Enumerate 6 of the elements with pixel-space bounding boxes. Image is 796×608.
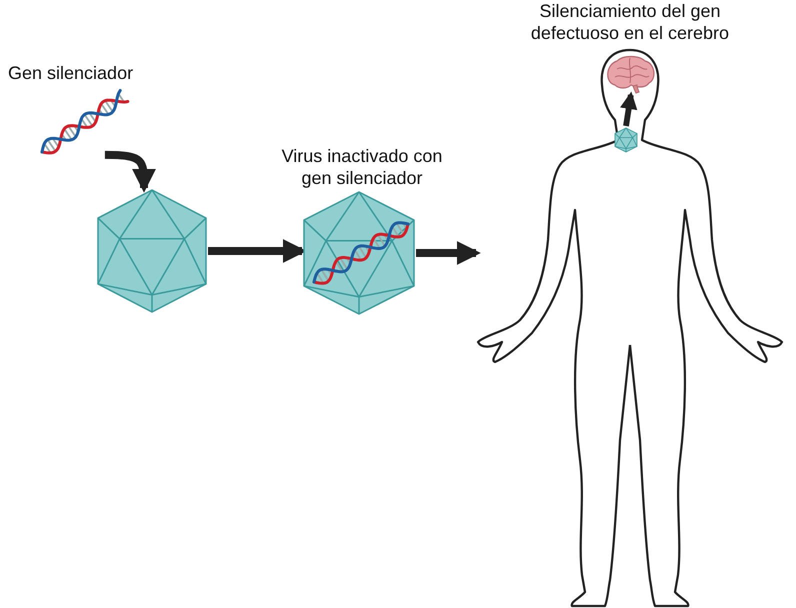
caption-text: Gen silenciador [8, 62, 134, 84]
arrow [620, 92, 638, 126]
caption-text: Silenciamiento del gen defectuoso en el cerebro [530, 0, 730, 44]
arrow [416, 241, 481, 265]
arrow [104, 150, 156, 193]
caption-text: Virus inactivado con gen silenciador [280, 145, 444, 189]
